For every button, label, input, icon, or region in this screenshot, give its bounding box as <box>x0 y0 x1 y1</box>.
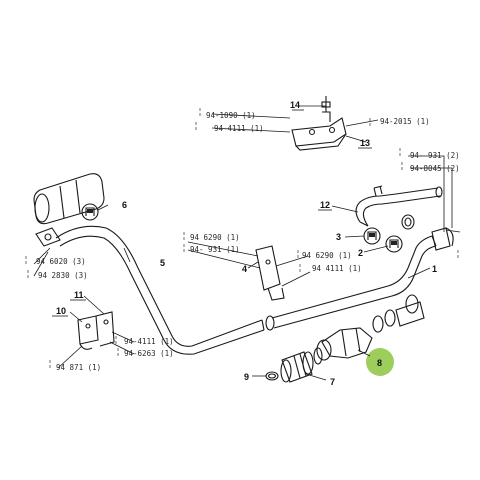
item-number-10: 10 <box>56 306 66 316</box>
ref-codes: 94-1090 (1) 94-4111 (1) 94-2015 (1) 94- … <box>36 111 460 372</box>
item-number-6: 6 <box>122 200 127 210</box>
item-number-12: 12 <box>320 200 330 210</box>
part-13-bracket <box>291 111 347 151</box>
ref-94-4111-top: 94-4111 (1) <box>214 124 264 133</box>
item-number-8: 8 <box>377 358 382 368</box>
rubber-mount-2 <box>385 235 403 253</box>
dashed-markers <box>25 108 459 370</box>
part-9-clamp-ring <box>265 371 279 381</box>
item-number-13: 13 <box>360 138 370 148</box>
number-underlines <box>52 109 372 317</box>
part-1-middle-pipe <box>265 227 454 331</box>
rubber-ring-right <box>401 214 415 230</box>
part-4-hanger <box>255 245 285 301</box>
ref-94-6290-left: 94 6290 (1) <box>190 233 240 242</box>
ref-94-931-2: 94- 931 (2) <box>410 151 460 160</box>
part-14-bolt <box>321 96 331 112</box>
ref-94-6290-right: 94 6290 (1) <box>302 251 352 260</box>
part-5-front-pipe <box>33 173 265 355</box>
item-number-2: 2 <box>358 248 363 258</box>
ref-94-871: 94 871 (1) <box>56 363 101 372</box>
item-number-4: 4 <box>242 264 247 274</box>
item-number-7: 7 <box>330 377 335 387</box>
item-numbers: 1 2 3 4 5 6 7 8 9 10 11 12 13 14 <box>56 100 437 387</box>
ref-94-931-1: 94- 931 (1) <box>190 245 240 254</box>
highlight-disk <box>366 348 394 376</box>
ref-94-6020: 94 6020 (3) <box>36 257 86 266</box>
item-number-3: 3 <box>336 232 341 242</box>
item-number-11: 11 <box>74 290 84 300</box>
ref-94-2830: 94 2830 (3) <box>38 271 88 280</box>
item-number-9: 9 <box>244 372 249 382</box>
ref-94-2015: 94-2015 (1) <box>380 117 430 126</box>
ref-94-8045: 94-8045 (2) <box>410 164 460 173</box>
part-7-clamp-sleeve <box>280 347 323 383</box>
ref-94-4111-mid: 94 4111 (1) <box>312 264 362 273</box>
rubber-mount-6 <box>81 203 99 221</box>
ref-94-6263: 94-6263 (1) <box>124 349 174 358</box>
item-number-1: 1 <box>432 264 437 274</box>
ref-94-1090: 94-1090 (1) <box>206 111 256 120</box>
rubber-mount-3 <box>363 227 381 245</box>
item-number-14: 14 <box>290 100 300 110</box>
leader-lines <box>33 105 461 381</box>
item-number-5: 5 <box>160 258 165 268</box>
part-8-front-muffler <box>316 294 425 361</box>
part-10-11-brackets <box>77 311 115 350</box>
ref-94-4111-low: 94-4111 (1) <box>124 337 174 346</box>
part-12-tail-pipe <box>355 185 443 227</box>
